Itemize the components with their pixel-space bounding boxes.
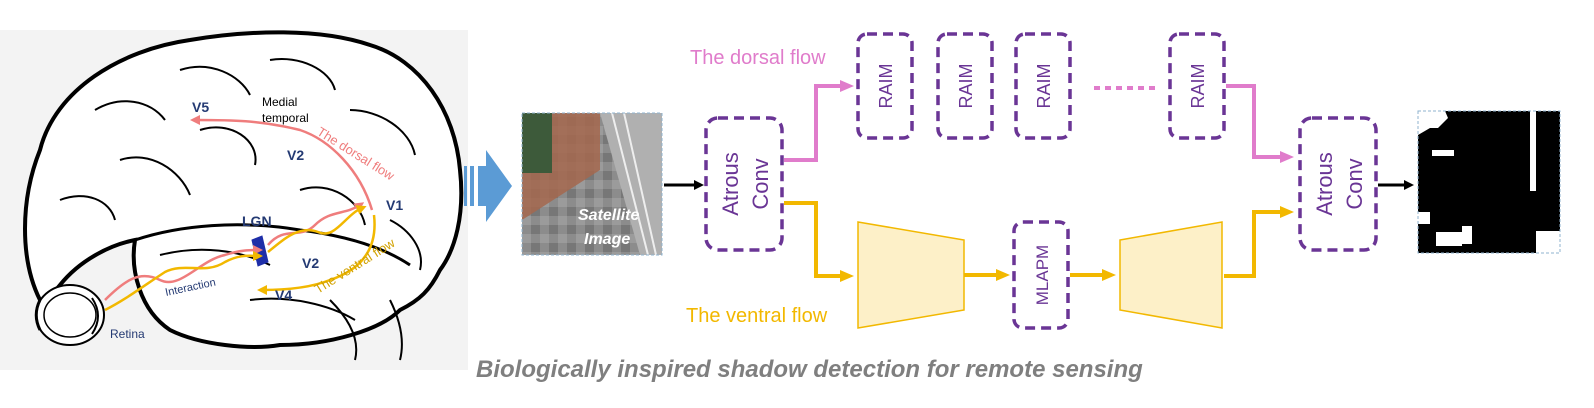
label-retina: Retina	[110, 327, 145, 341]
atrous-right-line1: Atrous	[1312, 152, 1337, 216]
atrous-left-line1: Atrous	[718, 152, 743, 216]
raim-label-4: RAIM	[1188, 64, 1208, 109]
mlapm-block: MLAPM	[1012, 220, 1070, 330]
retina-lgn-pathway-dorsal	[104, 245, 263, 301]
label-lgn: LGN	[242, 213, 272, 229]
raim-block-1: RAIM	[856, 32, 914, 140]
shadow-mask-output	[1417, 110, 1561, 254]
raim-block-3: RAIM	[1014, 32, 1072, 140]
raim-label-2: RAIM	[956, 64, 976, 109]
retina-lgn-pathway-ventral	[104, 250, 263, 312]
decoder-trapezoid	[1119, 221, 1223, 329]
atrous-right-line2: Conv	[1342, 158, 1367, 209]
atrous-conv-left: Atrous Conv	[704, 116, 784, 252]
brain-dorsal-arrow	[190, 115, 374, 211]
lgn-v1-pathway-ventral	[267, 205, 367, 253]
dorsal-flow-label: The dorsal flow	[690, 47, 826, 69]
label-v1: V1	[386, 197, 403, 213]
big-right-arrow	[464, 150, 512, 222]
atrous-left-line2: Conv	[748, 158, 773, 209]
arrow-ventral-out	[1224, 206, 1294, 278]
label-medial: Medial	[262, 95, 297, 109]
satellite-label-line2: Image	[584, 231, 630, 248]
raim-label-3: RAIM	[1034, 64, 1054, 109]
atrous-conv-right: Atrous Conv	[1298, 116, 1378, 252]
satellite-label-line1: Satellite	[578, 207, 639, 224]
brainstem	[329, 299, 403, 361]
satellite-input-image: Satellite Image	[521, 112, 663, 256]
label-v2-bottom: V2	[302, 255, 319, 271]
figure-caption: Biologically inspired shadow detection f…	[476, 356, 1143, 383]
lgn-v1-pathway-dorsal	[267, 202, 365, 246]
encoder-trapezoid	[857, 221, 965, 329]
raim-block-4: RAIM	[1168, 32, 1226, 140]
brain-sulci	[59, 58, 422, 321]
eye-icon	[34, 284, 105, 346]
raim-block-2: RAIM	[936, 32, 994, 140]
brain-ventral-arrow	[257, 214, 376, 295]
ventral-flow-label: The ventral flow	[686, 305, 828, 327]
brain-panel: V5 Medial temporal V2 The dorsal flow V1…	[0, 30, 468, 370]
raim-label-1: RAIM	[876, 64, 896, 109]
arrow-dorsal-out	[1226, 84, 1294, 163]
arrow-dorsal-in	[784, 80, 854, 162]
label-v4: V4	[275, 287, 292, 303]
label-v5: V5	[192, 99, 209, 115]
label-v2-top: V2	[287, 147, 304, 163]
label-temporal: temporal	[262, 111, 309, 125]
arrow-ventral-in	[784, 201, 854, 282]
mlapm-label: MLAPM	[1033, 245, 1052, 305]
